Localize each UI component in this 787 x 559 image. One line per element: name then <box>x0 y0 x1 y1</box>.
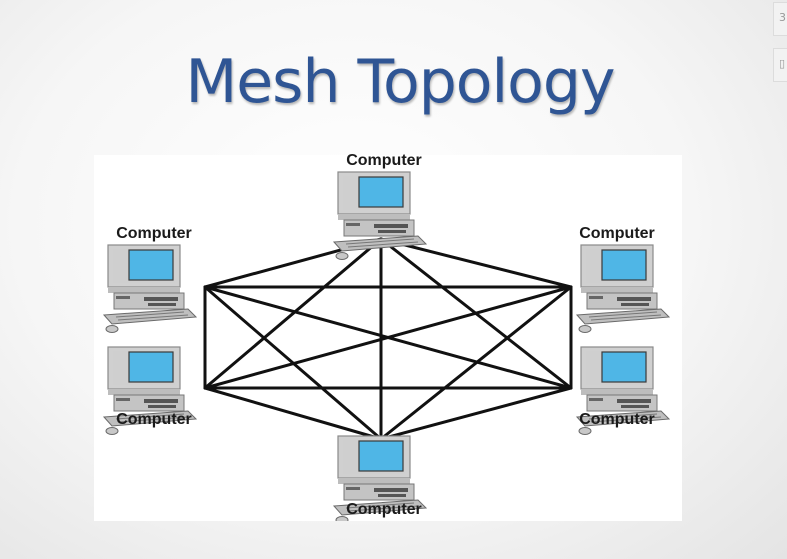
mesh-diagram-canvas <box>103 171 670 521</box>
node-label-upper-right: Computer <box>579 225 655 242</box>
mesh-link-top-lower-left <box>203 237 383 390</box>
slide-title: Mesh Topology <box>185 47 616 117</box>
side-tab-icon[interactable]: 3 <box>773 2 787 36</box>
mesh-topology-diagram: Computer Computer Computer Computer Comp… <box>94 152 682 521</box>
mesh-link-lower-right-bottom <box>379 386 573 441</box>
desktop-computer-icon-upper-left <box>103 244 197 334</box>
mesh-link-upper-right-lower-left <box>203 285 573 390</box>
mesh-link-upper-right-bottom <box>379 285 573 441</box>
mesh-links <box>203 237 573 441</box>
node-label-lower-right: Computer <box>579 411 655 428</box>
node-label-lower-left: Computer <box>116 411 192 428</box>
node-label-top: Computer <box>346 152 422 169</box>
side-tab-icon[interactable]: ▯ <box>773 48 787 82</box>
node-label-upper-left: Computer <box>116 225 192 242</box>
desktop-computer-icon-upper-right <box>576 244 670 334</box>
node-label-bottom: Computer <box>346 501 422 518</box>
mesh-link-lower-left-bottom <box>203 386 383 441</box>
mesh-link-top-upper-right <box>379 237 573 289</box>
